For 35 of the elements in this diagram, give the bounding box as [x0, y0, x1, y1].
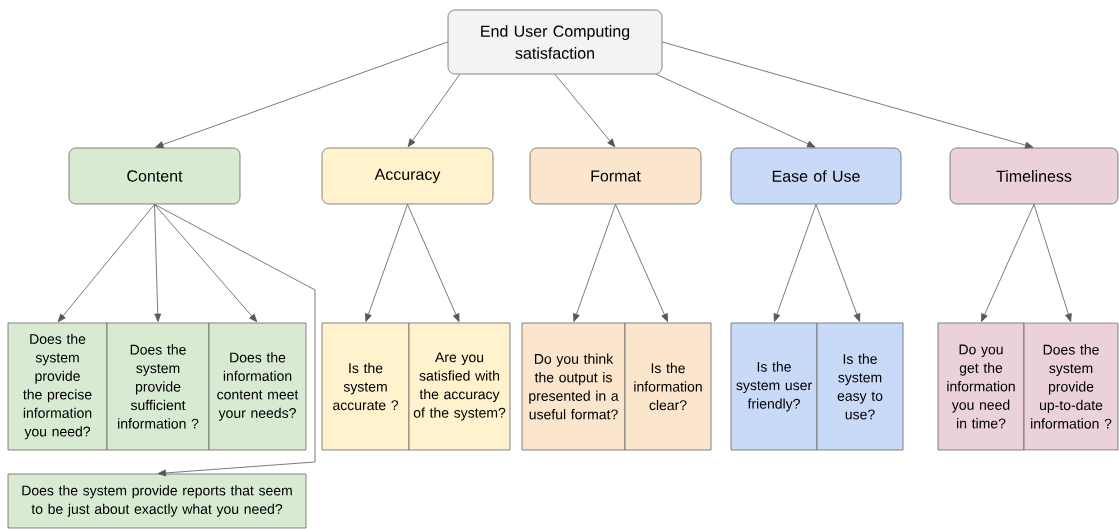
category-box: Format	[529, 147, 702, 205]
question-box: Is the system easy to use?	[816, 322, 904, 451]
category-box: Content	[68, 147, 241, 205]
question-box: Does the system provide the precise information you need?	[7, 322, 108, 451]
question-box: Is the system user friendly?	[730, 322, 818, 451]
arrow	[365, 204, 408, 322]
arrow	[656, 74, 816, 148]
arrow	[155, 41, 448, 148]
question-box: Do you think the output is presented in a useful format?	[521, 322, 626, 451]
arrow	[154, 204, 258, 323]
arrow	[981, 204, 1035, 322]
question-box: Does the system provide up-to-date information ?	[1023, 322, 1119, 451]
arrow	[554, 74, 616, 148]
arrow	[154, 204, 162, 322]
arrow	[662, 41, 1034, 149]
arrow	[773, 204, 817, 322]
question-box: Does the information content meet your needs?	[208, 322, 307, 451]
question-box: Do you get the information you need in time?	[937, 322, 1025, 451]
arrow	[615, 204, 668, 322]
arrow	[1033, 204, 1072, 322]
arrow	[815, 204, 861, 322]
question-box: Does the system provide sufficient information ?	[106, 322, 210, 451]
arrow	[154, 204, 316, 477]
arrow	[407, 74, 460, 148]
arrow	[57, 204, 155, 323]
question-box: Is the information clear?	[624, 322, 712, 451]
category-box: Accuracy	[321, 147, 494, 205]
arrow	[573, 204, 616, 322]
question-box: Are you satisfied with the accuracy of the system?	[408, 322, 511, 451]
question-box: Is the system accurate ?	[321, 322, 410, 451]
question-box: Does the system provide reports that seem to be just about exactly what you need?	[7, 473, 307, 529]
arrow	[407, 204, 460, 322]
category-box: Ease of Use	[730, 147, 902, 205]
category-box: Timeliness	[949, 147, 1119, 205]
root-box: End User Computing satisfaction	[447, 9, 663, 75]
